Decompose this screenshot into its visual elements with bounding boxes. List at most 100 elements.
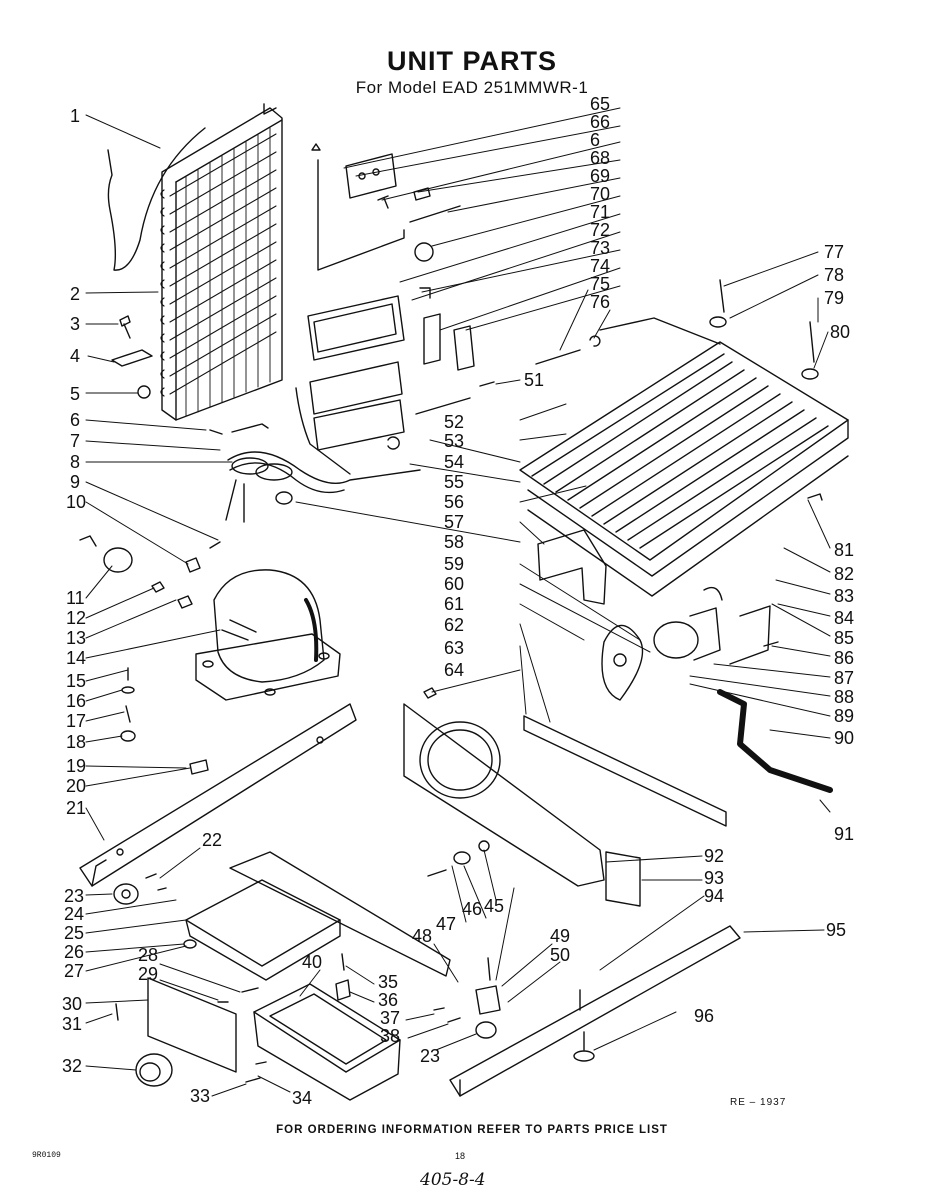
callout-labels: 1 2 3 4 5 6 7 8 9 10 11 12 13 14 15 16 1… — [62, 94, 854, 1108]
leader-lines — [85, 107, 831, 1097]
callout-83: 83 — [834, 586, 854, 606]
evaporator-coil — [107, 103, 283, 421]
fan-motor — [653, 586, 771, 665]
wiring-harness — [225, 451, 421, 523]
callout-8: 8 — [70, 452, 80, 472]
callout-96: 96 — [694, 1006, 714, 1026]
form-code: 9R0109 — [32, 1151, 61, 1160]
callout-49: 49 — [550, 926, 570, 946]
callout-13: 13 — [66, 628, 86, 648]
callout-40: 40 — [302, 952, 322, 972]
mount-hardware-15-18 — [120, 667, 136, 742]
drawing-reference: RE – 1937 — [730, 1097, 787, 1108]
callout-15: 15 — [66, 671, 86, 691]
grommet-23 — [113, 883, 139, 905]
bracket-93 — [605, 851, 641, 907]
callout-6: 6 — [70, 410, 80, 430]
clip-54 — [387, 436, 400, 450]
callout-20: 20 — [66, 776, 86, 796]
callout-86: 86 — [834, 648, 854, 668]
clip-35-38 — [335, 953, 461, 1023]
callout-18: 18 — [66, 732, 86, 752]
callout-64: 64 — [444, 660, 464, 680]
callout-34: 34 — [292, 1088, 312, 1108]
fan-blade — [601, 624, 644, 701]
tube-53 — [415, 397, 471, 415]
callout-74: 74 — [590, 256, 610, 276]
model-subtitle: For Model EAD 251MMWR-1 — [355, 78, 589, 97]
rod-69 — [409, 205, 461, 223]
bracket-49-50 — [475, 957, 501, 1039]
callout-71: 71 — [590, 202, 610, 222]
callout-60: 60 — [444, 574, 464, 594]
fan-screw-86 — [763, 641, 779, 647]
compressor — [195, 569, 341, 701]
defrost-heater — [295, 143, 405, 475]
callout-54: 54 — [444, 452, 464, 472]
callout-36: 36 — [378, 990, 398, 1010]
callout-91: 91 — [834, 824, 854, 844]
callout-10: 10 — [66, 492, 86, 512]
callout-76: 76 — [590, 292, 610, 312]
callout-24: 24 — [64, 904, 84, 924]
callout-59: 59 — [444, 554, 464, 574]
diagram-title: UNIT PARTS — [387, 46, 557, 76]
callout-52: 52 — [444, 412, 464, 432]
page-number: 18 — [455, 1151, 466, 1161]
callout-75: 75 — [590, 274, 610, 294]
callout-58: 58 — [444, 532, 464, 552]
plugs-33-34 — [245, 1061, 267, 1083]
rail-61-62 — [523, 715, 727, 827]
callout-50: 50 — [550, 945, 570, 965]
condenser-coil — [519, 317, 849, 597]
grommet-70 — [414, 242, 434, 262]
callout-37: 37 — [380, 1008, 400, 1028]
tube-75 — [535, 349, 581, 365]
callout-66: 66 — [590, 112, 610, 132]
callout-68: 68 — [590, 148, 610, 168]
clip-81 — [807, 493, 823, 501]
screw-31 — [115, 1003, 119, 1021]
callout-4: 4 — [70, 346, 80, 366]
callout-38: 38 — [380, 1026, 400, 1046]
callout-85: 85 — [834, 628, 854, 648]
callout-82: 82 — [834, 564, 854, 584]
callout-61: 61 — [444, 594, 464, 614]
screw-51 — [479, 381, 495, 387]
callout-21: 21 — [66, 798, 86, 818]
callout-2: 2 — [70, 284, 80, 304]
callout-23: 23 — [64, 886, 84, 906]
callout-63: 63 — [444, 638, 464, 658]
callout-47: 47 — [436, 914, 456, 934]
callout-22: 22 — [202, 830, 222, 850]
bracket-74 — [423, 313, 475, 371]
callout-25: 25 — [64, 923, 84, 943]
callout-78: 78 — [824, 265, 844, 285]
callout-88: 88 — [834, 687, 854, 707]
spacer-77-78 — [709, 279, 727, 328]
callout-69: 69 — [590, 166, 610, 186]
hardware-screw-3 — [119, 315, 131, 339]
callout-92: 92 — [704, 846, 724, 866]
clip-6-7 — [209, 423, 269, 435]
clip-19 — [189, 759, 209, 775]
callout-9: 9 — [70, 472, 80, 492]
callout-48: 48 — [412, 926, 432, 946]
fan-shroud — [403, 703, 605, 887]
callout-7: 7 — [70, 431, 80, 451]
callout-79: 79 — [824, 288, 844, 308]
callout-30: 30 — [62, 994, 82, 1014]
grommet-5 — [137, 385, 151, 399]
leveling-leg-96 — [573, 1031, 595, 1062]
base-rail-21 — [79, 703, 357, 887]
callout-90: 90 — [834, 728, 854, 748]
washer-27 — [183, 939, 197, 949]
ring-58 — [275, 491, 293, 505]
handwritten-note: 405-8-4 — [420, 1170, 486, 1190]
thermostat-bracket — [345, 153, 397, 199]
callout-46: 46 — [462, 899, 482, 919]
callout-31: 31 — [62, 1014, 82, 1034]
control-box-30 — [147, 977, 237, 1073]
callout-93: 93 — [704, 868, 724, 888]
